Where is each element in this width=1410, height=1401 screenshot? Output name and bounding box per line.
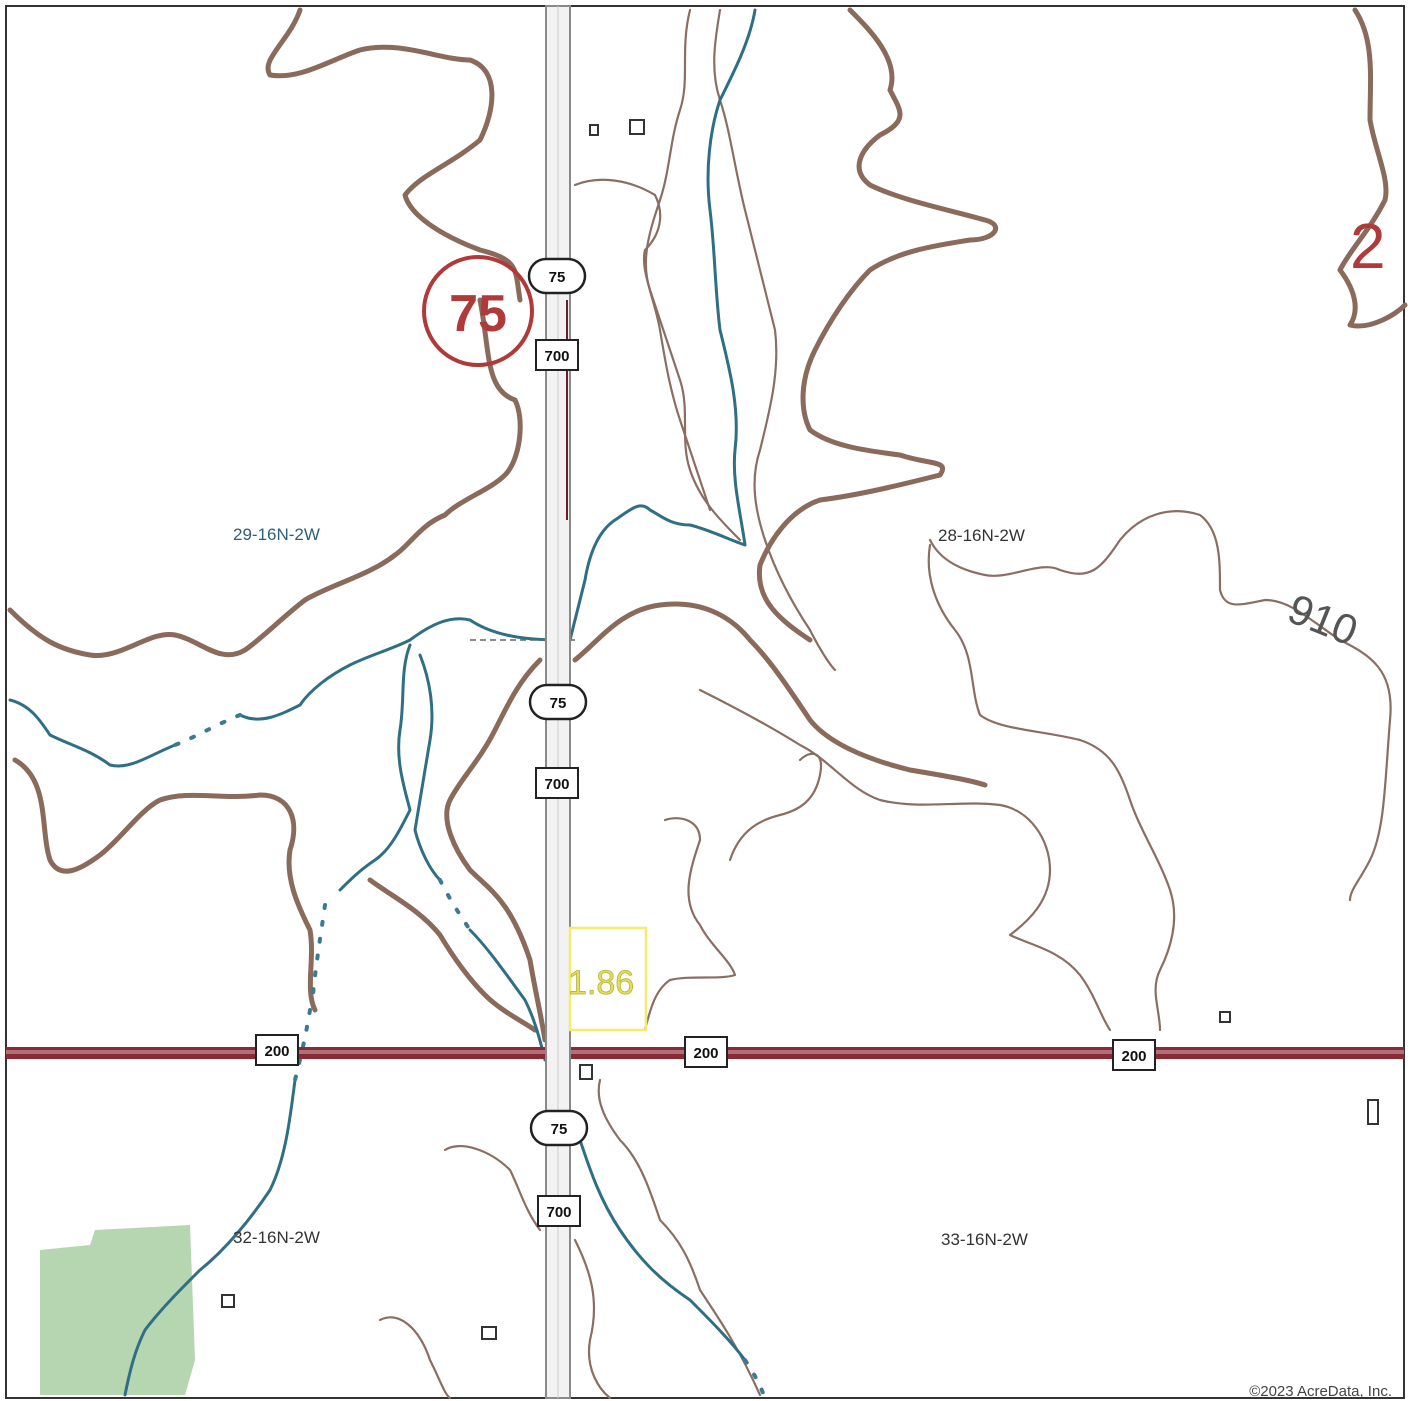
svg-text:75: 75	[449, 285, 507, 343]
map-frame	[5, 5, 1405, 1399]
shield-200-west[interactable]: 200	[255, 1034, 299, 1066]
svg-text:75: 75	[551, 1121, 568, 1138]
copyright-text: ©2023 AcreData, Inc.	[1249, 1383, 1392, 1400]
shield-700-north[interactable]: 700	[535, 339, 579, 371]
building-symbols	[221, 119, 1379, 1340]
svg-text:200: 200	[1121, 1048, 1146, 1065]
section-label-29: 29-16N-2W	[233, 525, 320, 544]
svg-text:700: 700	[544, 348, 569, 365]
shield-75-middle[interactable]: 75	[528, 683, 588, 721]
svg-text:700: 700	[546, 1204, 571, 1221]
shield-700-south[interactable]: 700	[537, 1195, 581, 1227]
parcel-outline[interactable]	[568, 926, 648, 1032]
shield-200-east[interactable]: 200	[1112, 1039, 1156, 1071]
shield-200-middle[interactable]: 200	[684, 1036, 728, 1068]
svg-text:700: 700	[544, 776, 569, 793]
svg-text:75: 75	[549, 269, 566, 286]
shield-75-north[interactable]: 75	[527, 257, 587, 295]
svg-text:75: 75	[550, 695, 567, 712]
contour-lines-minor	[378, 8, 1392, 1400]
stream-network	[8, 8, 767, 1400]
section-label-32: 32-16N-2W	[233, 1228, 320, 1247]
contour-lines-major	[7, 7, 1408, 1043]
parcel-acres-label: 1.86	[568, 964, 634, 1002]
circled-annotation: 75	[422, 255, 534, 367]
svg-text:200: 200	[264, 1043, 289, 1060]
section-label-33: 33-16N-2W	[941, 1230, 1028, 1249]
woodland-area	[40, 1225, 195, 1395]
svg-text:200: 200	[693, 1045, 718, 1062]
shield-700-middle[interactable]: 700	[535, 767, 579, 799]
corner-mark: 2	[1350, 210, 1386, 282]
shield-75-south[interactable]: 75	[529, 1109, 589, 1147]
section-label-28: 28-16N-2W	[938, 526, 1025, 545]
